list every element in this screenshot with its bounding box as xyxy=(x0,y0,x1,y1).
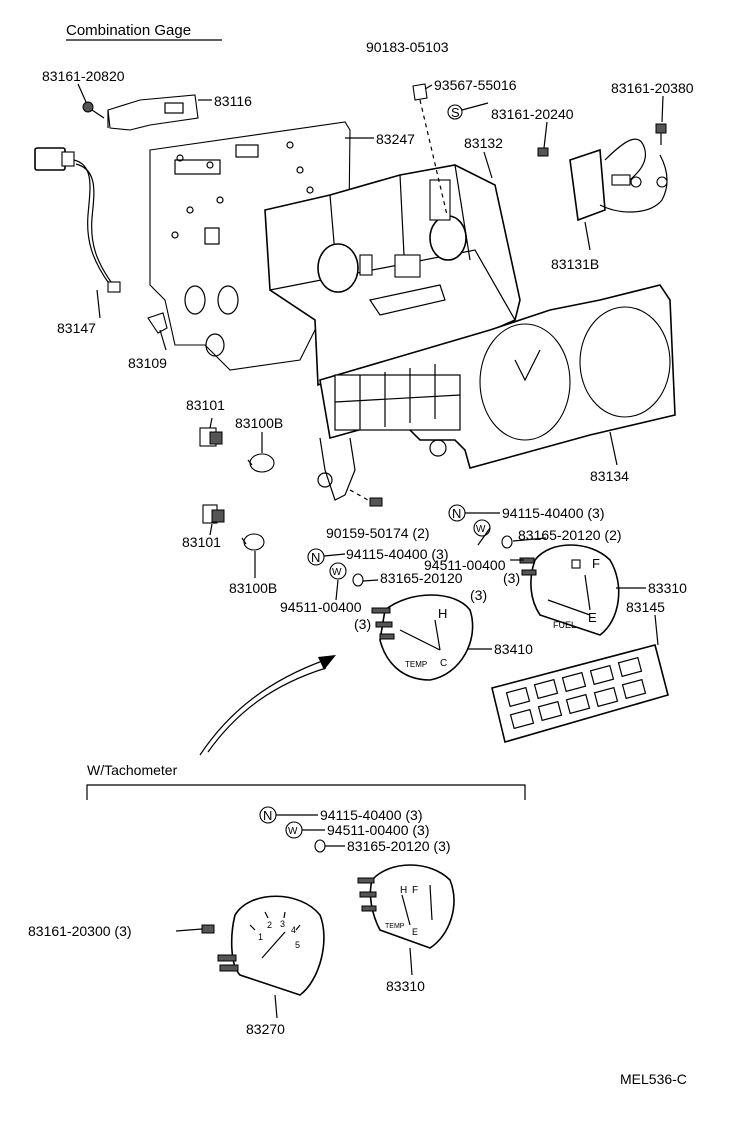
label-83109: 83109 xyxy=(128,355,167,371)
label-83161-20300: 83161-20300 (3) xyxy=(28,923,132,939)
label-90183-05103: 90183-05103 xyxy=(366,39,449,55)
label-83145: 83145 xyxy=(626,599,665,615)
label-94115-40400-c: 94115-40400 (3) xyxy=(320,807,422,823)
plate-83145 xyxy=(491,644,669,744)
label-83161-20240: 83161-20240 xyxy=(491,106,574,122)
spring-washer-b xyxy=(352,573,364,587)
fuel-gauge-83310-a: F E FUEL xyxy=(519,544,620,636)
label-83161-20820: 83161-20820 xyxy=(42,68,125,84)
label-94511-00400-c: 94511-00400 (3) xyxy=(327,822,429,838)
cluster-case xyxy=(264,164,521,387)
label-83270: 83270 xyxy=(246,1021,285,1037)
drawing-code: MEL536-C xyxy=(620,1071,687,1087)
washer-symbol-b: W xyxy=(329,562,347,580)
circuit-83131b xyxy=(569,138,668,222)
label-83134: 83134 xyxy=(590,468,629,484)
label-83101-b: 83101 xyxy=(182,534,221,550)
svg-text:W: W xyxy=(288,826,298,837)
label-83100b-a: 83100B xyxy=(235,415,283,431)
bulb-83100b-b xyxy=(241,533,265,551)
label-83132: 83132 xyxy=(464,135,503,151)
bulb-83109 xyxy=(147,312,168,334)
label-83161-20380: 83161-20380 xyxy=(611,80,694,96)
tach-tick-1: 1 xyxy=(258,932,263,942)
fuel-temp-gauge-83310-b: H F E TEMP xyxy=(357,864,455,949)
label-94115-40400-a: 94115-40400 (3) xyxy=(502,505,604,521)
cluster-lens-bezel xyxy=(317,284,676,501)
label-83101-a: 83101 xyxy=(186,397,225,413)
label-83410: 83410 xyxy=(494,641,533,657)
svg-text:N: N xyxy=(452,506,461,521)
washer-symbol-c: W xyxy=(285,821,303,839)
spring-washer-c xyxy=(314,839,326,853)
temp-cold-mark: C xyxy=(440,658,447,669)
label-83165-20120-a: 83165-20120 (2) xyxy=(518,527,622,543)
label-83116: 83116 xyxy=(214,93,252,109)
bracket-83116 xyxy=(107,94,199,131)
washer-symbol-a: W xyxy=(473,519,491,537)
lower-gauge-full: F xyxy=(412,885,418,896)
spring-washer-a xyxy=(501,535,513,549)
tach-tick-2: 2 xyxy=(267,920,272,930)
tachometer-section: W/Tachometer xyxy=(86,762,526,800)
fuel-full-mark: F xyxy=(592,556,600,571)
leader-lines xyxy=(77,83,664,1019)
part-labels: 90183-05103 83161-20820 83116 93567-5501… xyxy=(28,39,694,1087)
label-94511-00400-a-qty: (3) xyxy=(503,570,520,586)
screw-83161-20820 xyxy=(82,101,105,119)
label-83310-b: 83310 xyxy=(386,978,425,994)
lower-gauge-hot: H xyxy=(400,885,407,896)
label-90159-50174: 90159-50174 (2) xyxy=(326,525,430,541)
label-93567-55016: 93567-55016 xyxy=(434,77,517,93)
svg-text:N: N xyxy=(263,808,272,823)
harness-83147 xyxy=(34,147,121,293)
tachometer-83270: 1 2 3 4 5 xyxy=(217,895,325,996)
label-83165-20120-b: 83165-20120 xyxy=(380,570,463,586)
socket-83101-a xyxy=(199,427,223,447)
socket-83101-b xyxy=(202,504,225,524)
bulb-83100b-a xyxy=(247,453,275,473)
temp-gauge-83410: H C TEMP xyxy=(371,594,474,681)
screw-93567-55016: S xyxy=(447,104,463,120)
screw-90159-50174 xyxy=(349,489,383,507)
label-83131b: 83131B xyxy=(551,256,599,272)
screw-83161-20300 xyxy=(201,924,215,934)
diagram-title: Combination Gage xyxy=(66,22,222,41)
fuel-legend: FUEL xyxy=(553,620,576,630)
screw-83161-20380 xyxy=(655,123,667,145)
tachometer-section-label: W/Tachometer xyxy=(87,762,178,778)
nut-symbol-b: N xyxy=(307,548,325,566)
temp-legend: TEMP xyxy=(405,660,427,669)
tach-tick-4: 4 xyxy=(291,925,296,935)
label-83247: 83247 xyxy=(376,131,415,147)
fuel-empty-mark: E xyxy=(588,610,597,625)
svg-text:N: N xyxy=(311,550,320,565)
label-83147: 83147 xyxy=(57,320,96,336)
label-83100b-b: 83100B xyxy=(229,580,277,596)
label-94511-00400-a: 94511-00400 xyxy=(424,557,506,573)
nut-symbol-c: N xyxy=(259,806,277,824)
label-83165-20120-b-qty: (3) xyxy=(470,587,487,603)
direction-arrow xyxy=(199,655,336,756)
label-83310-a: 83310 xyxy=(648,580,687,596)
svg-text:W: W xyxy=(476,524,486,535)
nut-symbol-a: N xyxy=(448,504,466,522)
label-94511-00400-b-qty: (3) xyxy=(354,616,371,632)
lower-gauge-empty: E xyxy=(412,927,418,937)
temp-hot-mark: H xyxy=(438,606,447,621)
svg-text:W: W xyxy=(332,567,342,578)
screw-symbol: S xyxy=(451,105,460,120)
tach-tick-5: 5 xyxy=(295,940,300,950)
label-94511-00400-b: 94511-00400 xyxy=(280,599,362,615)
title-text: Combination Gage xyxy=(66,22,191,39)
clip-90183-05103 xyxy=(412,83,448,216)
lower-gauge-temp: TEMP xyxy=(385,923,405,930)
label-94115-40400-b: 94115-40400 (3) xyxy=(346,546,448,562)
tach-tick-3: 3 xyxy=(280,919,285,929)
label-83165-20120-c: 83165-20120 (3) xyxy=(347,838,451,854)
screw-83161-20240 xyxy=(537,147,549,157)
